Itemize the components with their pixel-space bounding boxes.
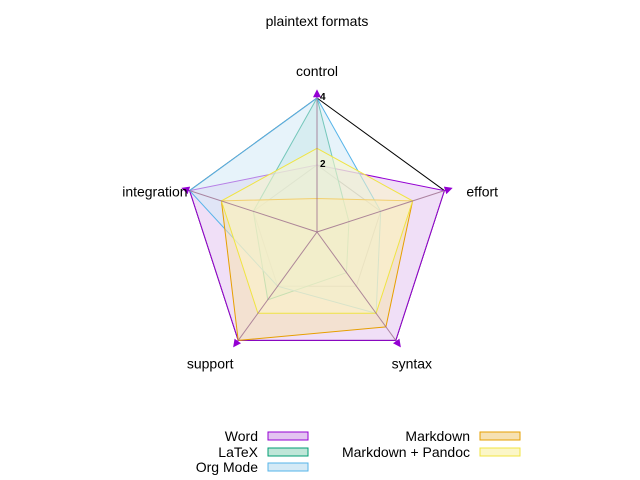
legend-swatch-latex	[267, 447, 309, 457]
axis-label-integration: integration	[122, 184, 187, 200]
axis-label-effort: effort	[466, 184, 498, 200]
axis-arrow-support	[233, 338, 242, 348]
axis-spoke-effort	[316, 190, 445, 233]
axis-spoke-integration	[189, 190, 318, 233]
radar-labels: 2 4 control effort syntax support integration	[122, 63, 498, 371]
legend-label-markdown: Markdown	[405, 428, 470, 444]
legend-swatch-markdown	[479, 431, 521, 441]
axis-spoke-syntax	[316, 231, 397, 341]
legend-label-markdown-pandoc: Markdown + Pandoc	[342, 444, 470, 460]
axis-label-syntax: syntax	[392, 355, 432, 371]
radar-series	[188, 96, 446, 341]
radar-axes	[181, 89, 453, 348]
axis-arrow-syntax	[392, 338, 401, 348]
legend-swatch-org-mode	[267, 462, 309, 472]
axis-arrow-effort	[443, 186, 453, 195]
legend-swatch-word	[267, 431, 309, 441]
axis-arrow-integration	[181, 186, 191, 195]
legend-label-word: Word	[225, 428, 258, 444]
tick-label-4: 4	[320, 92, 326, 103]
chart-title: plaintext formats	[266, 13, 369, 29]
axis-label-control: control	[296, 63, 338, 79]
legend-label-latex: LaTeX	[218, 444, 258, 460]
legend-label-org-mode: Org Mode	[196, 459, 258, 475]
axis-label-support: support	[187, 355, 234, 371]
tick-label-2: 2	[320, 159, 326, 170]
axis-spoke-support	[237, 231, 318, 341]
legend-swatch-markdown-pandoc	[479, 447, 521, 457]
